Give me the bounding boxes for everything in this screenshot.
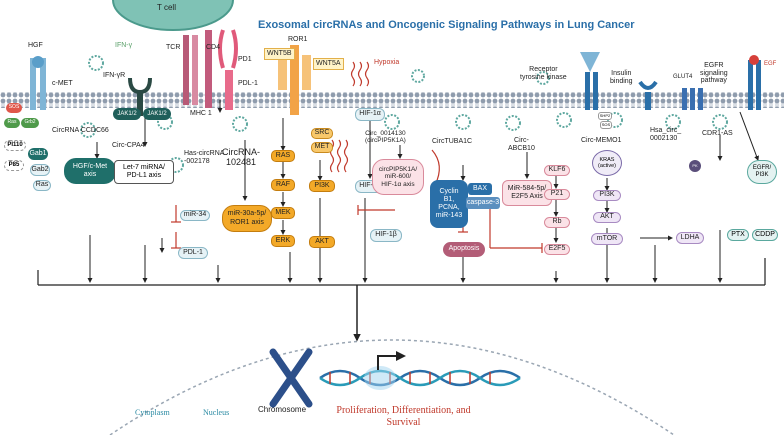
ldha-node: LDHA — [676, 232, 704, 244]
insulin-receptor-icon — [638, 80, 658, 110]
circ-memo1-label: Circ-MEMO1 — [581, 137, 622, 144]
pd1-pdl1-icon — [218, 29, 238, 110]
circ-tuba1c-label: CircTUBA1C — [432, 138, 473, 145]
mhc-tcr-complex-icon — [183, 30, 212, 108]
cell-membrane — [0, 92, 784, 108]
c-met-receptor-icon — [30, 56, 46, 110]
pi3k-purple-node: PI3K — [593, 190, 621, 201]
erk-node: ERK — [271, 235, 295, 247]
ras-orange-node: RAS — [271, 150, 295, 162]
ptx-node: PTX — [727, 229, 749, 241]
mtor-node: mTOR — [591, 233, 623, 245]
circrna-102481-label: CircRNA- 102481 — [222, 147, 260, 167]
circ-0014130-label: Circ_0014130 (circPIP5K1A) — [365, 130, 406, 145]
egfr-pathway-label: EGFR signaling pathway — [700, 62, 728, 85]
bax-node: BAX — [468, 183, 492, 195]
tcr-label: TCR — [166, 44, 181, 51]
mir584-axis-node: MiR-584-5p/ E2F5 Axis — [502, 180, 552, 206]
hgf-label: HGF — [28, 42, 43, 49]
klf6-node: KLF6 — [544, 165, 570, 176]
cyclin-node: Cyclin B1, PCNA, miR-143 — [430, 180, 468, 228]
src-node: SRC — [311, 128, 333, 139]
wnt5a-label: WNT5A — [313, 58, 344, 70]
akt-purple-node: AKT — [593, 212, 621, 223]
raf-node: RAF — [271, 179, 295, 191]
sos-node: SOS — [6, 103, 22, 113]
shp2-node: SHP2 — [598, 112, 612, 120]
ifn-gamma-label: IFN-γ — [115, 42, 133, 49]
diagram-title: Exosomal circRNAs and Oncogenic Signalin… — [258, 19, 635, 31]
caspase3-node: caspase-3 — [466, 197, 500, 209]
dna-helix-icon — [319, 351, 521, 390]
p85-node: P85 — [4, 160, 24, 171]
jak1-node: JAK1/2 — [113, 108, 141, 120]
t-cell-icon — [112, 0, 234, 31]
ras2-node: Ras — [33, 180, 51, 191]
apoptosis-node: Apoptosis — [443, 242, 485, 257]
ifn-gamma-r-label: IFN-γR — [103, 72, 126, 79]
has-circrna-label: Has-circRNA -002178 — [184, 150, 225, 165]
cytoplasm-label: Cytoplasm — [135, 408, 170, 417]
exosome-icons — [80, 55, 728, 173]
outcome-label: Proliferation, Differentiation, and Surv… — [336, 405, 471, 428]
mir30a-axis-node: miR-30a-5p/ ROR1 axis — [222, 205, 272, 232]
jak2-node: JAK1/2 — [143, 108, 171, 120]
nucleus-label: Nucleus — [203, 408, 230, 417]
nuclear-envelope — [109, 339, 675, 435]
pk-node: PK — [689, 160, 701, 172]
cd4-label: CD4 — [206, 44, 221, 51]
wnt5b-label: WNT5B — [264, 48, 295, 60]
ror1-label: ROR1 — [288, 36, 308, 43]
akt-orange-node: AKT — [309, 236, 335, 248]
hypoxia-waves — [329, 61, 370, 173]
e2f5-node: E2F5 — [544, 244, 570, 255]
pdl1-node: PDL-1 — [178, 247, 208, 259]
sos2-node: SOS — [600, 121, 612, 129]
egfr-pi3k-node: EGFR/ PI3K — [747, 160, 777, 184]
mhc1-label: MHC 1 — [190, 110, 212, 117]
met-node: MET — [311, 142, 333, 153]
ras-node: Ras — [4, 118, 20, 128]
circpip5k1a-axis-node: circPIP5K1A/ miR-600/ HIF-1α axis — [372, 159, 424, 195]
pdl1-label: PDL-1 — [238, 80, 258, 87]
chromosome-label: Chromosome — [258, 405, 307, 414]
glut4-label: GLUT4 — [673, 74, 693, 80]
rtk-label: Receptor tyrosine kinase — [520, 66, 567, 81]
hif1a-top-node: HIF-1α — [355, 108, 385, 121]
circ-cpa4-label: Circ-CPA4 — [112, 142, 145, 149]
hif1b-node: HIF-1β — [370, 229, 402, 242]
rb-node: Rb — [544, 217, 570, 228]
hgf-cmet-axis-node: HGF/c-Met axis — [64, 158, 116, 184]
kras-node: KRAS (active) — [592, 150, 622, 176]
gab1-node: Gab1 — [28, 148, 48, 160]
circ-ccdc66-label: CircRNA CCDC66 — [52, 127, 109, 134]
t-cell-label: T cell — [157, 3, 176, 12]
chromosome-icon — [269, 348, 313, 408]
hypoxia-label: Hypoxia — [374, 59, 400, 66]
egf-label: EGF — [764, 61, 777, 67]
pi3k-orange-node: PI3K — [309, 180, 335, 192]
mek-node: MEK — [271, 207, 295, 219]
mir34-node: miR-34 — [180, 210, 210, 221]
glut4-transporter-icon — [682, 88, 703, 110]
hsa-circ-label: Hsa_circ_ 0002130 — [650, 127, 682, 142]
ifn-gamma-receptor-icon — [128, 77, 152, 116]
pd1-label: PD1 — [238, 56, 252, 63]
circ-abcb10-label: Circ- ABCB10 — [508, 137, 535, 152]
rtk-receptor-icon — [580, 52, 600, 110]
insulin-binding-label: Insulin binding — [610, 70, 633, 85]
pi110-node: PI110 — [4, 140, 26, 151]
p21-node: P21 — [544, 189, 570, 200]
cddp-node: CDDP — [752, 229, 778, 241]
cdr1-as-label: CDR1-AS — [702, 130, 733, 137]
c-met-label: c-MET — [52, 80, 73, 87]
gab2-node: Gab2 — [30, 164, 50, 176]
let7-axis-node: Let-7 miRNA/ PD-L1 axis — [114, 160, 174, 184]
egfr-receptor-icon — [748, 55, 761, 110]
grb2-node: Grb2 — [21, 118, 39, 128]
ror1-receptor-icon — [278, 45, 311, 115]
